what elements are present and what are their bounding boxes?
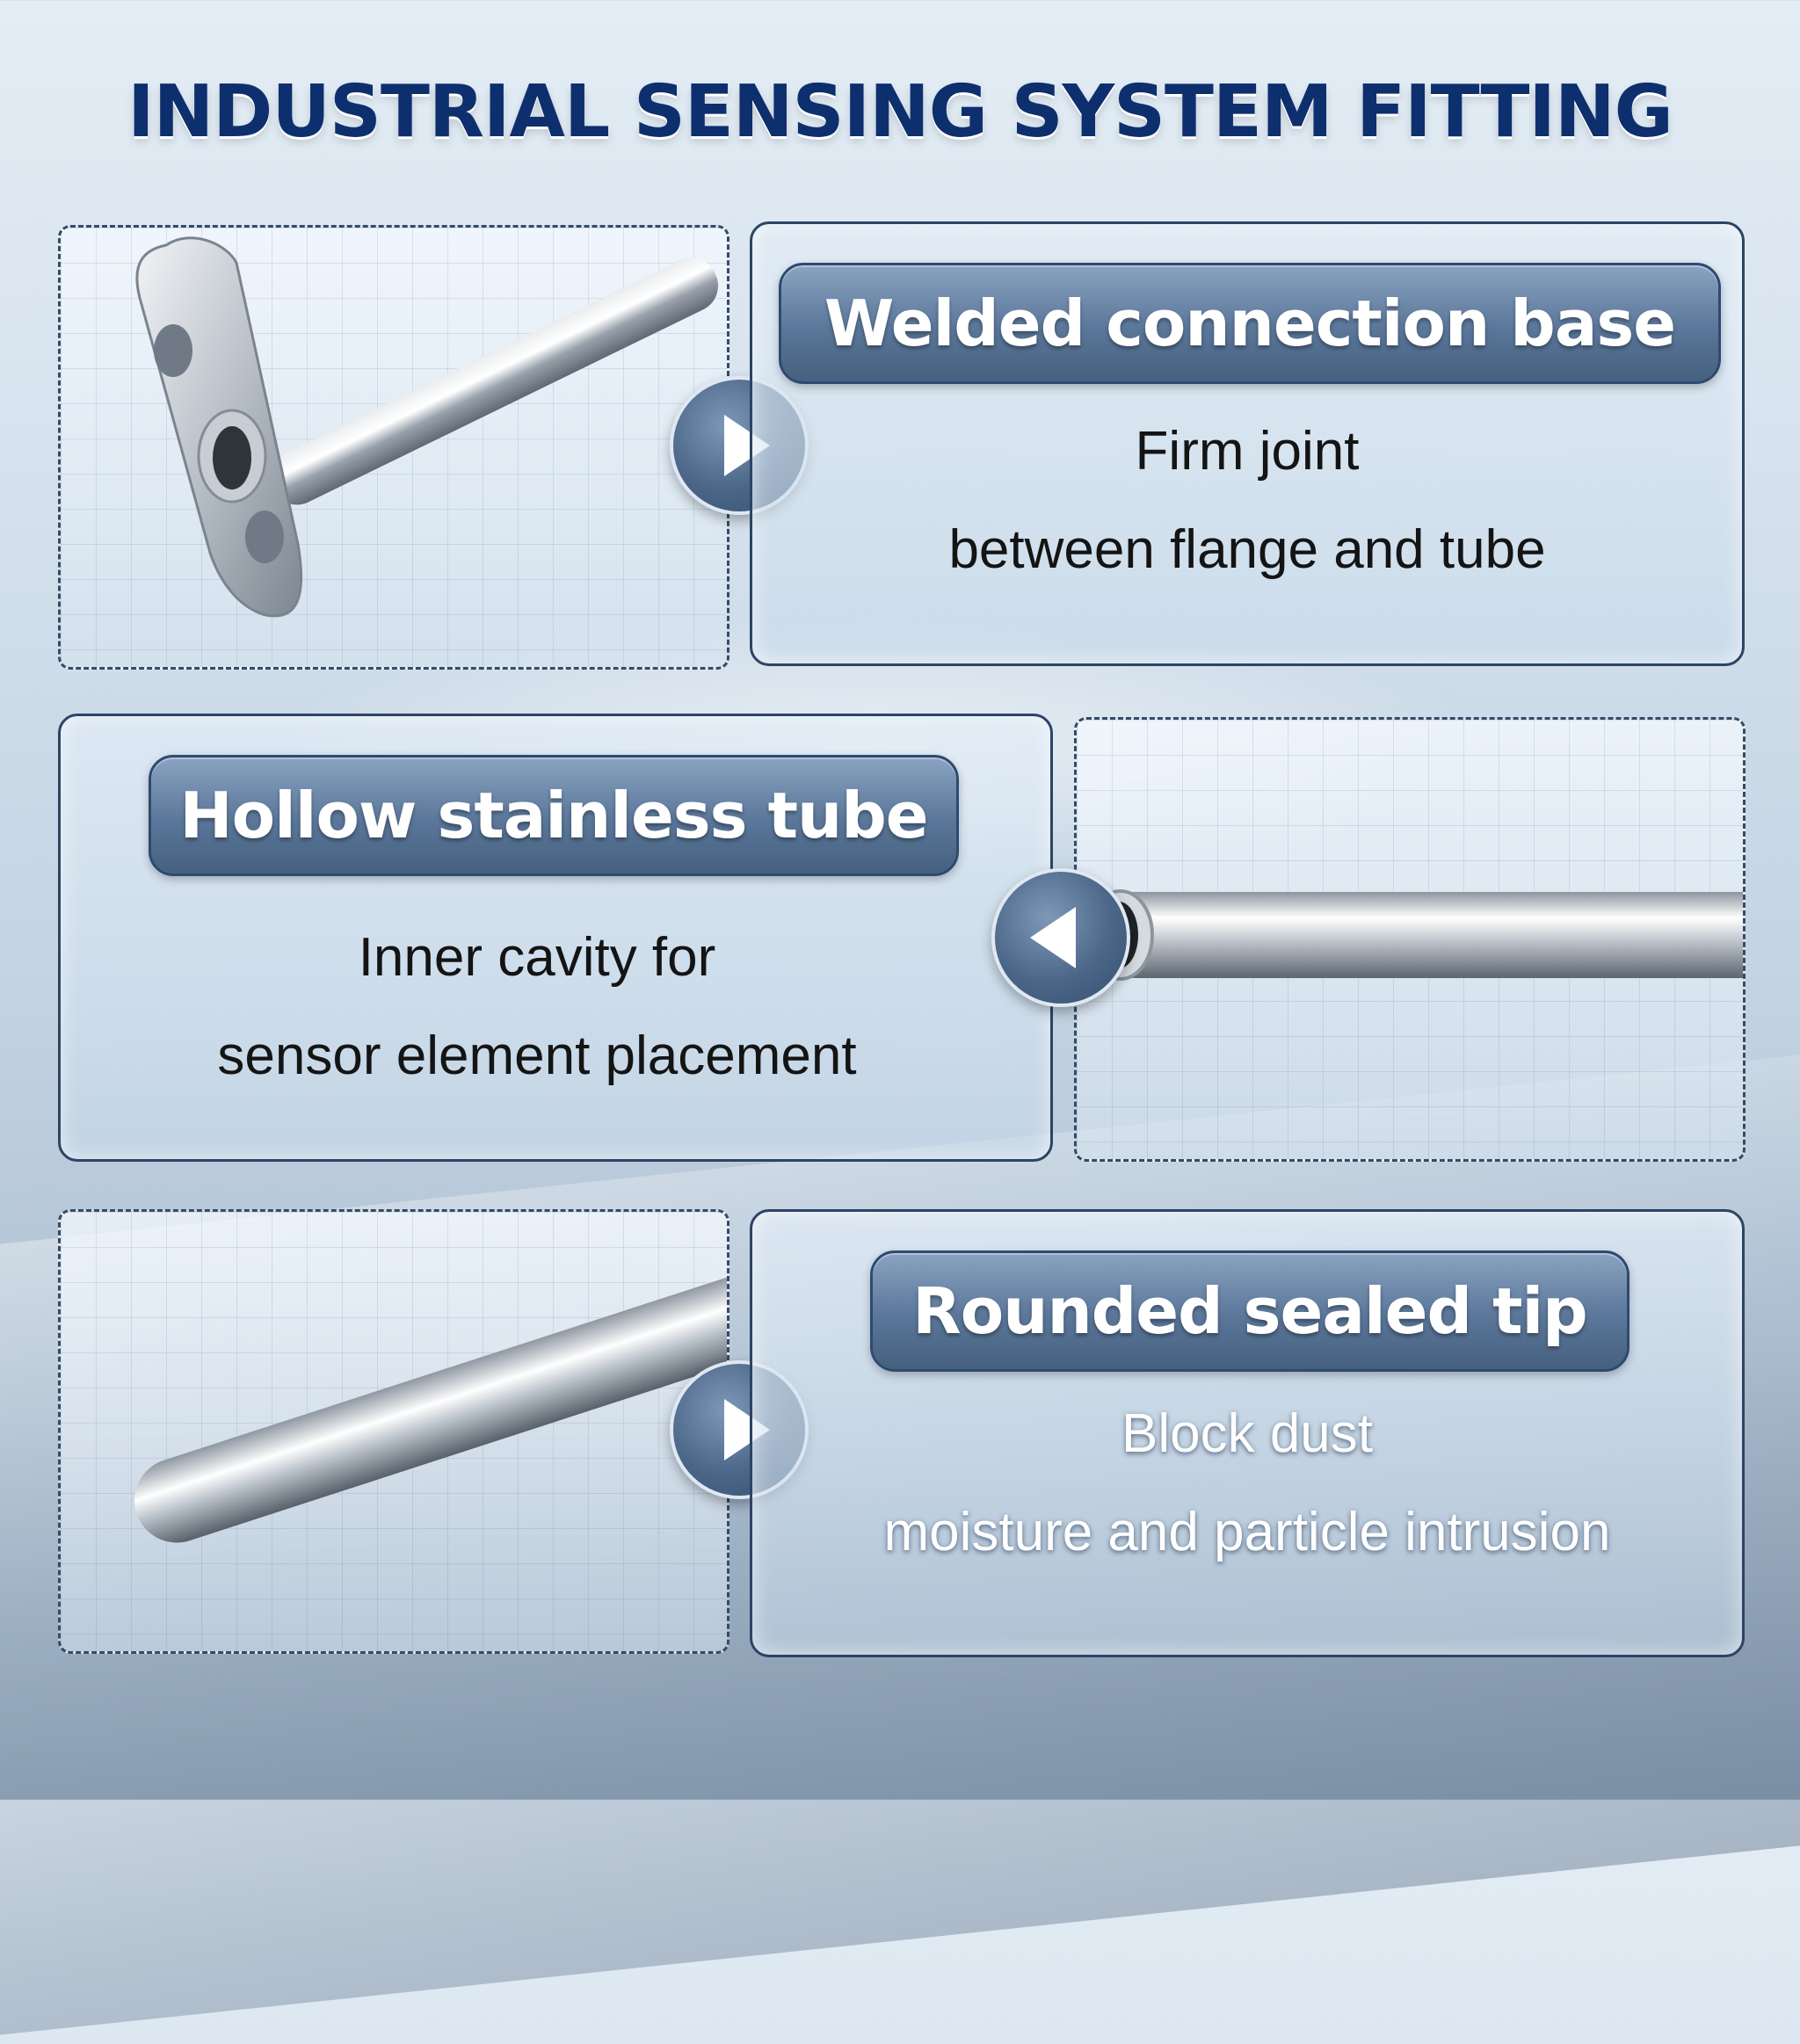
feature-heading-hollow-tube: Hollow stainless tube bbox=[149, 755, 959, 876]
feature-line-2: moisture and particle intrusion bbox=[883, 1502, 1611, 1562]
hollow-tube-image bbox=[1074, 717, 1746, 1162]
page-title: INDUSTRIAL SENSING SYSTEM FITTING bbox=[127, 70, 1673, 154]
feature-line-1: Inner cavity for bbox=[358, 927, 716, 988]
feature-line-1: Firm joint bbox=[1135, 421, 1360, 482]
feature-heading-welded-base: Welded connection base bbox=[779, 263, 1721, 384]
hollow-tube-illustration bbox=[1087, 889, 1743, 981]
feature-card-rounded-tip: Rounded sealed tip Block dust moisture a… bbox=[750, 1209, 1745, 1657]
flange-tube-illustration bbox=[135, 236, 719, 618]
feature-line-2: sensor element placement bbox=[217, 1026, 857, 1086]
rounded-tip-image bbox=[58, 1209, 729, 1654]
flange-tube-image bbox=[58, 225, 729, 670]
feature-line-2: between flange and tube bbox=[948, 519, 1546, 580]
feature-line-1: Block dust bbox=[1121, 1403, 1374, 1464]
feature-heading-rounded-tip: Rounded sealed tip bbox=[870, 1250, 1629, 1372]
play-left-icon[interactable] bbox=[991, 868, 1130, 1007]
feature-card-hollow-tube: Hollow stainless tube Inner cavity for s… bbox=[58, 714, 1053, 1162]
rounded-tip-illustration bbox=[134, 1270, 727, 1543]
feature-card-welded-base: Welded connection base Firm joint betwee… bbox=[750, 221, 1745, 666]
